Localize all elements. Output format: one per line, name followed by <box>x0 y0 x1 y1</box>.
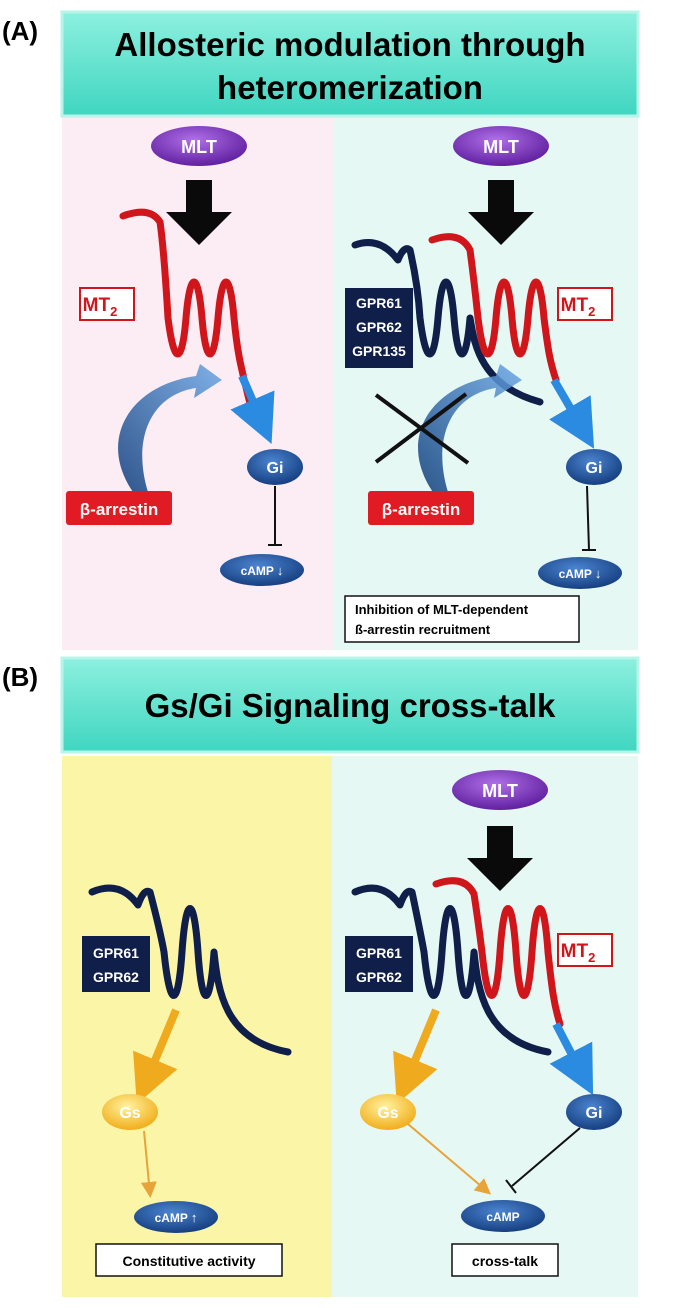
gs-camp-arrow-b-right <box>407 1123 492 1195</box>
gpr-label-b-right-1: GPR61 <box>356 945 402 961</box>
gs-protein-b-right <box>360 1094 416 1130</box>
camp-label-b-left: cAMP↑ <box>155 1210 198 1225</box>
mt2-label-box-b-right <box>557 933 613 967</box>
gs-label-b-right: Gs <box>377 1105 398 1122</box>
camp-b-right <box>461 1200 545 1232</box>
block-cross-line-2 <box>374 392 468 464</box>
panel-b-letter: (B) <box>2 662 38 692</box>
gpr-label-a-right-1: GPR61 <box>356 295 402 311</box>
mt2-label-box-a-left <box>79 287 135 321</box>
activation-arrow-a-left <box>166 180 232 245</box>
mt2-receptor-a-left <box>119 208 258 424</box>
gpr-label-b-right-2: GPR62 <box>356 969 402 985</box>
gi-label-b-right: Gi <box>586 1105 603 1122</box>
panel-b-title-box <box>60 656 640 754</box>
note-box-a-right <box>344 595 580 643</box>
caption-box-b-right <box>451 1243 559 1277</box>
arrestin-label-a-right: β-arrestin <box>382 500 460 519</box>
gs-activation-arrow-b-right <box>393 1008 440 1105</box>
gpr-label-b-left-2: GPR62 <box>93 969 139 985</box>
gi-protein-a-left <box>247 449 303 485</box>
gi-inhibition-line-b-right <box>511 1127 581 1187</box>
gi-label-a-right: Gi <box>586 460 603 477</box>
arrestin-label-a-left: β-arrestin <box>80 500 158 519</box>
gi-inhibition-bar-b-right <box>505 1179 517 1194</box>
mlt-label-b-right: MLT <box>482 781 518 801</box>
mlt-label-a-left: MLT <box>181 137 217 157</box>
gpr-label-a-right-3: GPR135 <box>352 343 406 359</box>
mt2-label-box-a-right <box>557 287 613 321</box>
gpr-receptor-b-right <box>351 884 552 1056</box>
gpr-label-box-b-left <box>82 936 150 992</box>
gpr-receptor-a-right <box>351 239 544 406</box>
mt2-receptor-b-right <box>432 877 564 1028</box>
gpr-label-a-right-2: GPR62 <box>356 319 402 335</box>
arrestin-box-a-left <box>66 491 172 525</box>
note-line2-a-right: ß-arrestin recruitment <box>355 622 491 637</box>
note-line1-a-right: Inhibition of MLT-dependent <box>355 602 529 617</box>
panel-a-letter: (A) <box>2 16 38 46</box>
gi-protein-a-right <box>566 449 622 485</box>
panel-a-title-line2: heteromerization <box>217 69 483 106</box>
caption-box-b-left <box>95 1243 283 1277</box>
camp-a-right <box>538 557 622 589</box>
activation-arrow-a-right <box>468 180 534 245</box>
panel-b-title: Gs/Gi Signaling cross-talk <box>145 687 556 724</box>
gpr-label-box-a-right <box>345 288 413 368</box>
gi-label-a-left: Gi <box>267 460 284 477</box>
gpr-label-box-b-right <box>345 936 413 992</box>
mlt-label-a-right: MLT <box>483 137 519 157</box>
activation-arrow-b-right <box>467 826 533 891</box>
mlt-ligand-a-left <box>151 126 247 166</box>
panel-a-title-line1: Allosteric modulation through <box>114 26 585 63</box>
mlt-ligand-b-right <box>452 770 548 810</box>
caption-b-right: cross-talk <box>472 1253 538 1269</box>
camp-a-left <box>220 554 304 586</box>
arrestin-arc-a-right <box>418 364 522 495</box>
caption-b-left: Constitutive activity <box>122 1253 255 1269</box>
gpr-label-b-left-1: GPR61 <box>93 945 139 961</box>
gs-camp-arrow-b-left <box>140 1130 157 1198</box>
panel-a-title-box <box>60 10 640 118</box>
camp-b-left <box>134 1201 218 1233</box>
gpr-receptor-b-left <box>88 884 292 1056</box>
mt2-label-a-right: MT2 <box>561 295 596 319</box>
gi-inhibition-line-a-right <box>586 485 590 551</box>
gi-activation-arrow-a-left <box>230 374 275 445</box>
camp-label-b-right: cAMP <box>486 1210 519 1224</box>
mt2-label-b-right: MT2 <box>561 941 596 965</box>
gs-label-b-left: Gs <box>119 1105 140 1122</box>
gi-activation-arrow-a-right <box>549 377 595 449</box>
mlt-ligand-a-right <box>453 126 549 166</box>
mt2-label-a-left: MT2 <box>83 295 118 319</box>
arrestin-arc-a-left <box>118 364 222 495</box>
gs-activation-arrow-b-left <box>133 1008 180 1105</box>
gi-protein-b-right <box>566 1094 622 1130</box>
camp-label-a-right: cAMP↓ <box>559 566 602 581</box>
gs-protein-b-left <box>102 1094 158 1130</box>
arrestin-box-a-right <box>368 491 474 525</box>
camp-label-a-left: cAMP↓ <box>241 563 284 578</box>
mt2-receptor-a-right <box>428 233 560 384</box>
gi-activation-arrow-b-right <box>549 1022 594 1096</box>
